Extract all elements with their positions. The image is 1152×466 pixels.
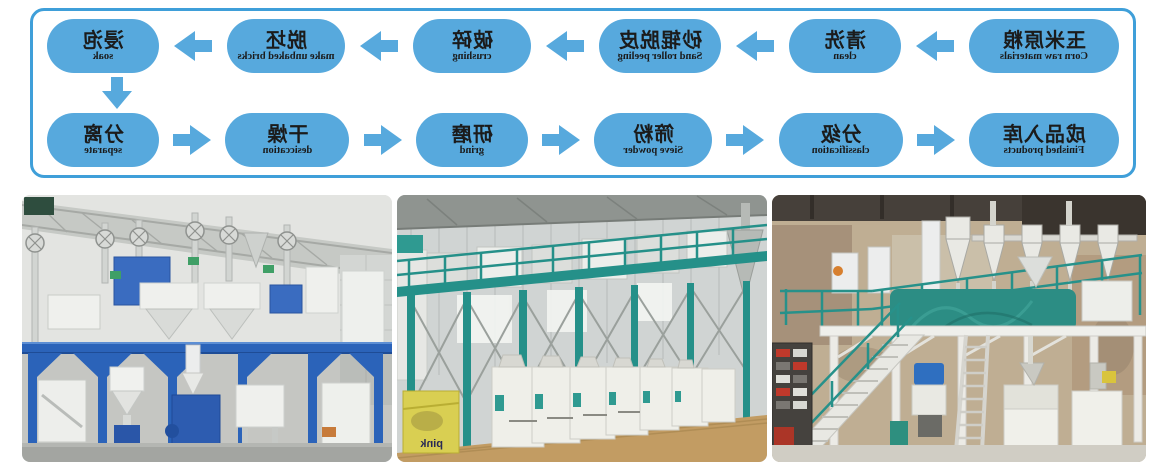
- photo-white-platform-cyclones: [772, 195, 1146, 462]
- step-label-en: desiccation: [262, 144, 313, 156]
- platform-beam: [397, 251, 767, 297]
- step-label-en: crushing: [452, 50, 492, 62]
- elevator-pipes-and-fans: [25, 212, 297, 346]
- platform-railing: [397, 223, 767, 287]
- roof-band: [397, 195, 767, 230]
- floor-machines: [890, 336, 1123, 452]
- mill-machines-row: [491, 354, 736, 448]
- flow-step-classification: 分级 classification: [778, 113, 903, 167]
- concrete-floor: [772, 445, 1146, 462]
- step-label-en: classification: [811, 144, 870, 156]
- flow-step-finished-products: 成品入库 Finished products: [969, 113, 1119, 167]
- step-label-en: separate: [84, 144, 123, 156]
- electrical-cabinet: [772, 342, 813, 454]
- ground-floor-machines: [37, 344, 371, 448]
- photo-teal-platform-mill-row: pink: [397, 195, 767, 462]
- photo-blue-milling-plant: [22, 195, 392, 462]
- flow-step-make-unbaked-bricks: 脱坯 make unbaked bricks: [227, 19, 345, 73]
- concrete-floor: [22, 443, 392, 462]
- step-label-zh: 破碎: [451, 27, 493, 52]
- step-label-en: grind: [459, 144, 485, 156]
- arrow-left-icon: [916, 31, 954, 61]
- arrow-left-icon: [546, 31, 584, 61]
- step-label-zh: 干燥: [266, 121, 309, 146]
- mezzanine-deck: [22, 342, 392, 354]
- arrow-right-icon: [916, 125, 955, 155]
- photo1-illustration: [22, 195, 392, 462]
- step-label-en: soak: [92, 50, 114, 62]
- step-label-en: Finished products: [1003, 144, 1085, 156]
- flow-step-corn-raw-materials: 玉米原粮 Corn raw materials: [969, 19, 1119, 73]
- arrow-right-icon: [363, 125, 402, 155]
- step-label-en: make unbaked bricks: [237, 50, 335, 62]
- step-label-zh: 脱坯: [265, 27, 307, 52]
- step-label-zh: 筛粉: [632, 121, 675, 146]
- step-label-zh: 分离: [82, 121, 125, 146]
- flow-step-sand-roller-peeling: 砂辊脱皮 Sand roller peeling: [599, 19, 721, 73]
- process-flowchart-frame: 玉米原粮 Corn raw materials 清洗 clean 砂辊脱皮 Sa…: [30, 8, 1136, 178]
- flow-row-2: 分离 separate 干燥 desiccation 研磨 grind 筛粉 S…: [47, 113, 1119, 167]
- arrow-right-icon: [173, 125, 212, 155]
- flow-row-1: 玉米原粮 Corn raw materials 清洗 clean 砂辊脱皮 Sa…: [47, 19, 1119, 73]
- staircase: [785, 302, 926, 454]
- step-label-en: Corn raw materials: [999, 50, 1089, 62]
- right-cyclone: [726, 203, 764, 301]
- flow-step-sieve-powder: 筛粉 Sieve powder: [594, 113, 713, 167]
- step-label-zh: 成品入库: [1002, 121, 1086, 146]
- arrow-left-icon: [174, 31, 212, 61]
- photo2-illustration: pink: [397, 195, 767, 462]
- flow-step-grind: 研磨 grind: [415, 113, 528, 167]
- step-label-zh: 砂辊脱皮: [618, 27, 702, 52]
- ceiling: [772, 195, 1146, 235]
- arrow-right-icon: [542, 125, 581, 155]
- flow-step-crushing: 破碎 crushing: [413, 19, 531, 73]
- step-label-zh: 清洗: [824, 27, 866, 52]
- step-label-zh: 浸泡: [82, 27, 124, 52]
- process-flowchart: 玉米原粮 Corn raw materials 清洗 clean 砂辊脱皮 Sa…: [33, 11, 1133, 175]
- step-label-zh: 研磨: [450, 121, 493, 146]
- upper-left-elevators: [831, 220, 941, 294]
- step-label-zh: 玉米原粮: [1002, 27, 1086, 52]
- flow-step-clean: 清洗 clean: [789, 19, 901, 73]
- tarp-covered-machine: [890, 289, 1076, 331]
- flow-step-separate: 分离 separate: [47, 113, 160, 167]
- floor-edge: [22, 443, 392, 447]
- upper-machines: [47, 256, 385, 346]
- arrow-left-icon: [360, 31, 398, 61]
- flow-step-desiccation: 干燥 desiccation: [225, 113, 350, 167]
- platform-machines: [1017, 256, 1133, 322]
- step-label-en: Sieve powder: [623, 144, 684, 156]
- arrow-left-icon: [736, 31, 774, 61]
- arrow-down-icon: [102, 77, 132, 109]
- platform-deck: [819, 325, 1146, 337]
- step-label-zh: 分级: [819, 121, 862, 146]
- step-label-en: clean: [833, 50, 857, 62]
- flow-connector-row: [47, 77, 1119, 109]
- flow-step-soak: 浸泡 soak: [47, 19, 159, 73]
- box-label: pink: [420, 438, 443, 450]
- photo3-illustration: [772, 195, 1146, 462]
- step-label-en: Sand roller peeling: [617, 50, 703, 62]
- arrow-right-icon: [726, 125, 765, 155]
- roof-truss: [22, 197, 392, 281]
- yellow-box: pink: [402, 390, 460, 454]
